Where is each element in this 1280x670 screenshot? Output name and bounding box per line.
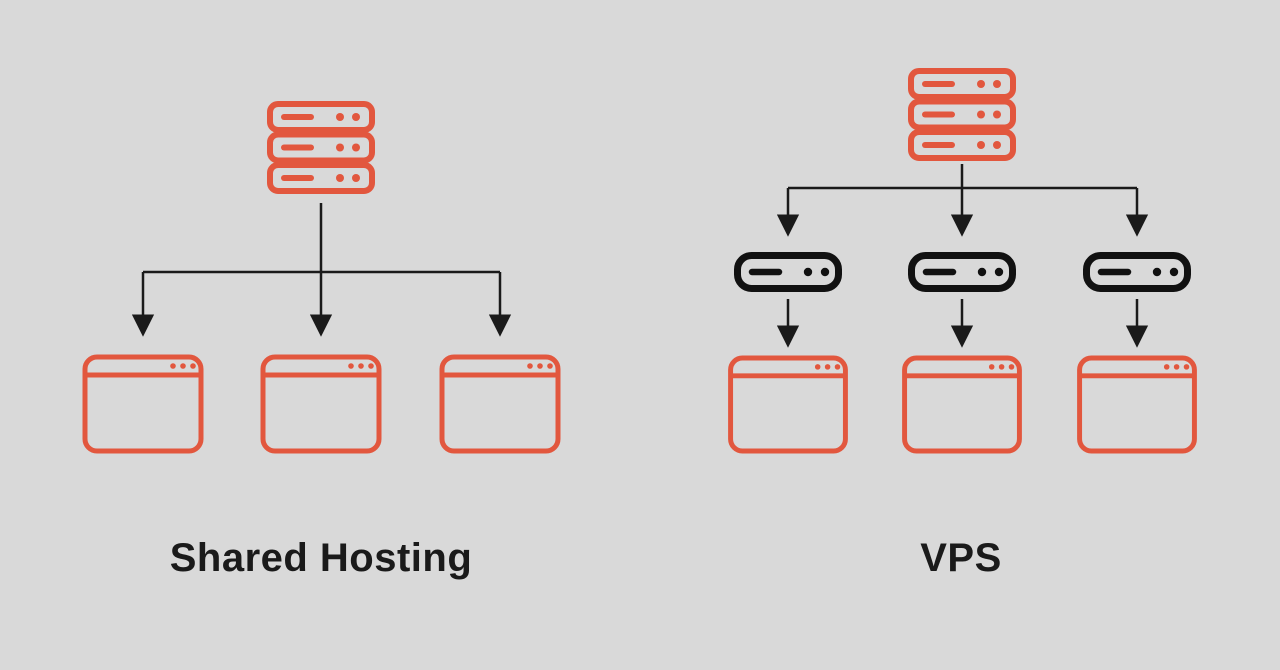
browser-window-icon	[1077, 355, 1197, 454]
vps-unit-icon	[1083, 252, 1191, 292]
browser-window-icon	[728, 355, 848, 454]
shared-hosting-connectors	[131, 203, 512, 337]
browser-window-icon	[82, 354, 204, 454]
server-stack-icon	[908, 68, 1016, 161]
vps-label: VPS	[920, 536, 1002, 580]
vps-unit-icon	[734, 252, 842, 292]
server-stack-icon	[267, 101, 375, 194]
browser-window-icon	[902, 355, 1022, 454]
shared-hosting-label: Shared Hosting	[169, 536, 473, 580]
browser-window-icon	[439, 354, 561, 454]
vps-unit-icon	[908, 252, 1016, 292]
browser-window-icon	[260, 354, 382, 454]
